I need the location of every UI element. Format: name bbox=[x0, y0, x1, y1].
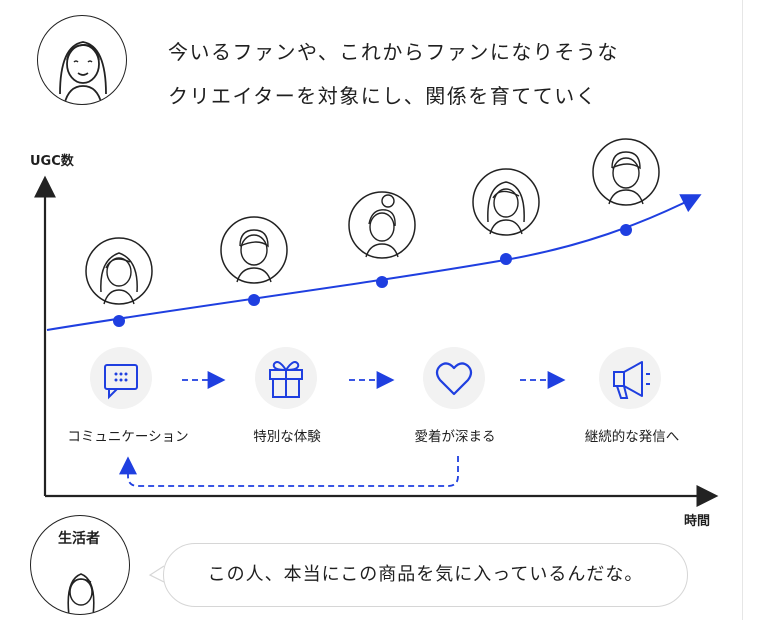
chat-icon bbox=[104, 364, 138, 400]
creator-avatar-5 bbox=[592, 138, 660, 206]
woman-face-icon bbox=[59, 41, 107, 104]
headline-line-2: クリエイターを対象にし、関係を育てていく bbox=[168, 84, 598, 108]
step-label-attachment: 愛着が深まる bbox=[414, 429, 496, 445]
consumer-face-icon bbox=[67, 573, 95, 614]
step-circle-continuous-sharing bbox=[599, 347, 661, 409]
step-label-special-experience: 特別な体験 bbox=[253, 429, 321, 445]
speech-bubble: この人、本当にこの商品を気に入っているんだな。 bbox=[163, 543, 688, 607]
y-axis-label: UGC数 bbox=[30, 154, 74, 169]
loop-back-arrow bbox=[119, 456, 459, 487]
creator-avatar-main bbox=[37, 15, 127, 105]
curve-point-3 bbox=[376, 276, 388, 288]
headline-line-1: 今いるファンや、これからファンになりそうな bbox=[168, 40, 619, 64]
step-label-continuous-sharing: 継続的な発信へ bbox=[584, 429, 680, 445]
consumer-label: 生活者 bbox=[58, 531, 100, 547]
x-axis-label: 時間 bbox=[684, 514, 711, 529]
creator-avatar-3 bbox=[348, 191, 416, 259]
step-label-communication: コミュニケーション bbox=[67, 429, 189, 445]
frame-border bbox=[742, 0, 743, 620]
curve-point-1 bbox=[113, 315, 125, 327]
step-circle-attachment bbox=[423, 347, 485, 409]
curve-point-5 bbox=[620, 224, 632, 236]
creator-avatar-4 bbox=[472, 168, 540, 236]
consumer-avatar bbox=[30, 515, 130, 615]
step-circle-communication bbox=[90, 347, 152, 409]
speech-bubble-text: この人、本当にこの商品を気に入っているんだな。 bbox=[207, 564, 644, 585]
speech-bubble-tail bbox=[148, 565, 165, 583]
curve-point-2 bbox=[248, 294, 260, 306]
creator-avatar-1 bbox=[85, 237, 153, 305]
curve-point-4 bbox=[500, 253, 512, 265]
creator-avatar-2 bbox=[220, 216, 288, 284]
